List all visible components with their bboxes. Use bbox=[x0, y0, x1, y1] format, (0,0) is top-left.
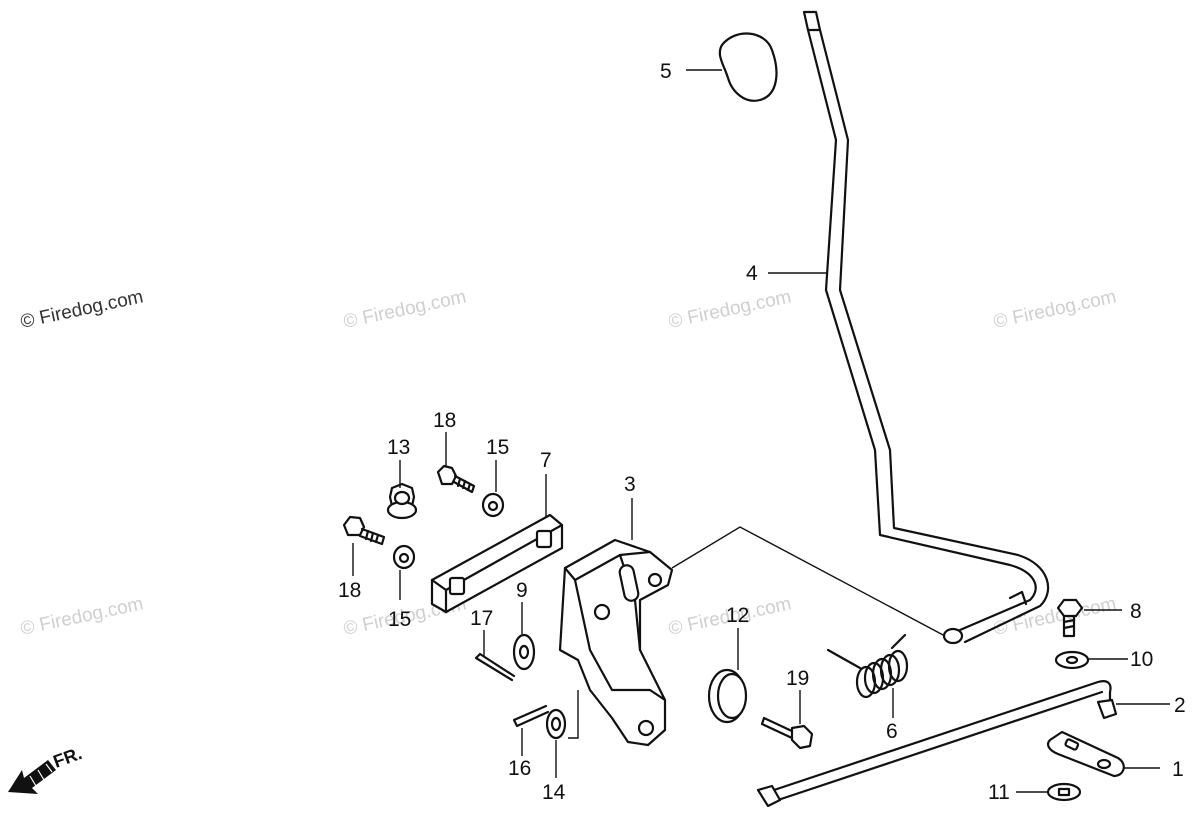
callout-16: 16 bbox=[508, 757, 531, 780]
part-washer-10 bbox=[1054, 650, 1090, 670]
part-bolt-upper bbox=[436, 464, 476, 494]
part-plate bbox=[430, 513, 564, 614]
callout-9: 9 bbox=[516, 579, 528, 602]
callout-numbers: 1 2 3 4 5 6 7 8 9 10 11 12 13 14 15 15 1… bbox=[338, 60, 1186, 804]
part-bolt-lower bbox=[342, 515, 386, 546]
leader-lines bbox=[352, 69, 1170, 793]
callout-5: 5 bbox=[660, 60, 672, 83]
callout-6: 6 bbox=[886, 720, 898, 743]
front-direction-indicator: FR. bbox=[8, 743, 85, 794]
connector-line bbox=[568, 690, 579, 739]
callout-14: 14 bbox=[542, 781, 566, 804]
front-arrow-hatch bbox=[29, 763, 53, 787]
watermark: © Firedog.com bbox=[992, 593, 1119, 640]
callout-2: 2 bbox=[1174, 694, 1186, 717]
callout-15: 15 bbox=[388, 608, 411, 631]
watermark: © Firedog.com bbox=[19, 286, 146, 333]
part-bolt-8 bbox=[1056, 598, 1084, 638]
callout-18: 18 bbox=[433, 409, 456, 432]
part-washer-upper bbox=[481, 492, 505, 518]
watermark: © Firedog.com bbox=[19, 593, 146, 640]
connector-line bbox=[671, 526, 946, 637]
part-rubber-washer bbox=[707, 668, 748, 724]
callout-8: 8 bbox=[1130, 600, 1142, 623]
front-label: FR. bbox=[51, 743, 85, 772]
callout-17: 17 bbox=[470, 607, 493, 630]
part-cotter-pin bbox=[474, 652, 516, 682]
callout-11: 11 bbox=[988, 781, 1010, 804]
part-knob bbox=[718, 32, 778, 102]
watermark: © Firedog.com bbox=[342, 286, 469, 333]
watermark: © Firedog.com bbox=[667, 286, 794, 333]
callout-12: 12 bbox=[726, 604, 749, 627]
callout-18: 18 bbox=[338, 579, 361, 602]
part-flange-nut bbox=[386, 482, 418, 520]
front-arrow-icon bbox=[8, 760, 56, 794]
callout-7: 7 bbox=[540, 449, 552, 472]
part-washer-lower bbox=[392, 544, 416, 570]
part-spring bbox=[826, 633, 909, 699]
callout-10: 10 bbox=[1130, 648, 1153, 671]
callout-4: 4 bbox=[746, 262, 758, 285]
part-clip-plate bbox=[1047, 730, 1125, 778]
part-pin bbox=[512, 704, 550, 728]
part-bolt bbox=[760, 716, 814, 750]
part-washer bbox=[512, 633, 536, 671]
part-bracket bbox=[558, 538, 674, 747]
callout-15: 15 bbox=[486, 436, 509, 459]
callout-1: 1 bbox=[1172, 758, 1184, 781]
part-washer-11 bbox=[1046, 782, 1082, 802]
callout-3: 3 bbox=[624, 473, 636, 496]
watermark: © Firedog.com bbox=[992, 286, 1119, 333]
part-collar bbox=[545, 708, 567, 740]
callout-13: 13 bbox=[387, 436, 410, 459]
callout-19: 19 bbox=[786, 667, 809, 690]
part-link-rod bbox=[756, 680, 1118, 808]
